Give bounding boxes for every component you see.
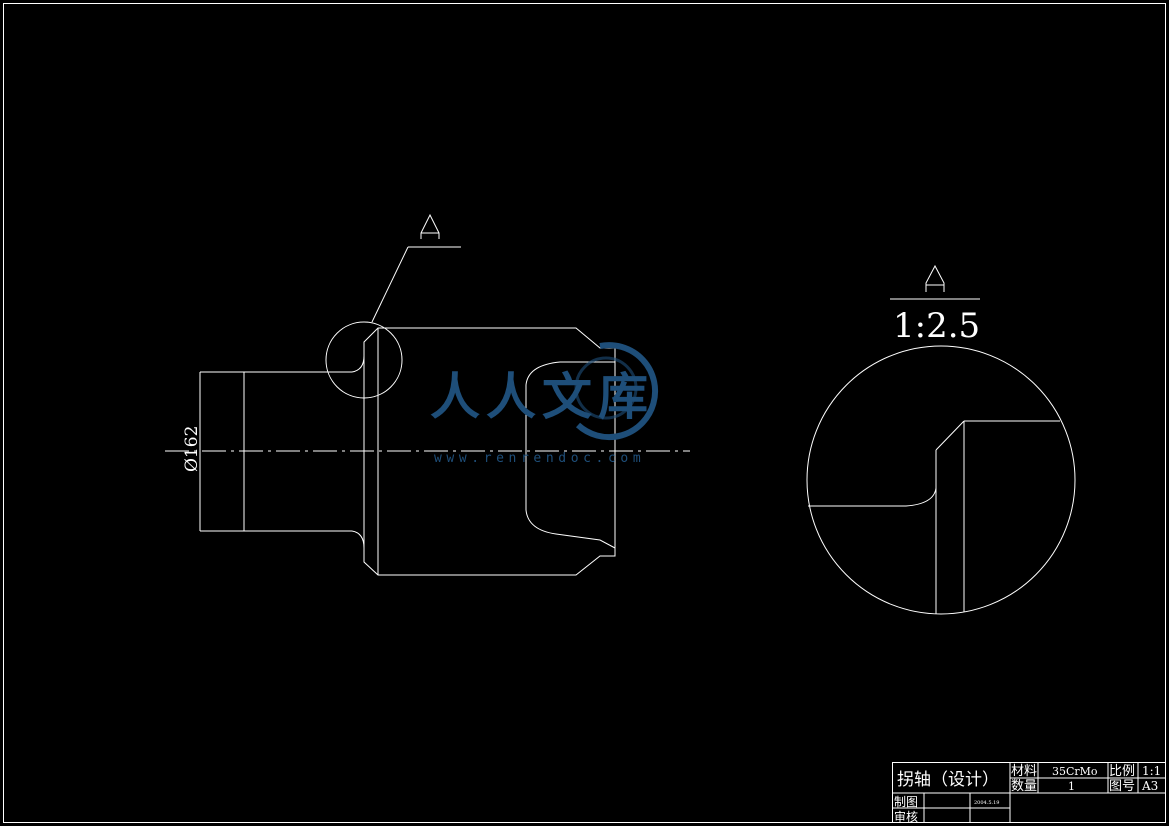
drawing-no-value: A3 (1141, 779, 1158, 793)
watermark: 人人文库 www.renrendoc.com (430, 342, 659, 466)
part-name: 拐轴（设计） (897, 770, 999, 790)
drawing-border (3, 3, 1166, 823)
watermark-url: www.renrendoc.com (434, 451, 645, 466)
diameter-dimension: Ø162 (182, 426, 202, 472)
quantity-value: 1 (1068, 780, 1075, 793)
watermark-text: 人人文库 (430, 368, 654, 426)
detail-view (806, 264, 1076, 615)
renrendoc-logo-icon (574, 342, 659, 441)
drawing-no-label: 图号 (1109, 779, 1135, 794)
scale-label: 比例 (1109, 764, 1135, 779)
drawn-date: 2004.5.19 (974, 800, 999, 806)
drawn-label: 制图 (894, 795, 918, 809)
part-main-view (165, 213, 690, 576)
checked-label: 审核 (894, 809, 918, 824)
title-block (892, 762, 1166, 823)
material-value: 35CrMo (1052, 765, 1098, 778)
detail-scale-label: 1:2.5 (893, 306, 980, 346)
scale-value: 1:1 (1142, 764, 1161, 778)
quantity-label: 数量 (1011, 779, 1037, 794)
material-label: 材料 (1011, 764, 1037, 779)
